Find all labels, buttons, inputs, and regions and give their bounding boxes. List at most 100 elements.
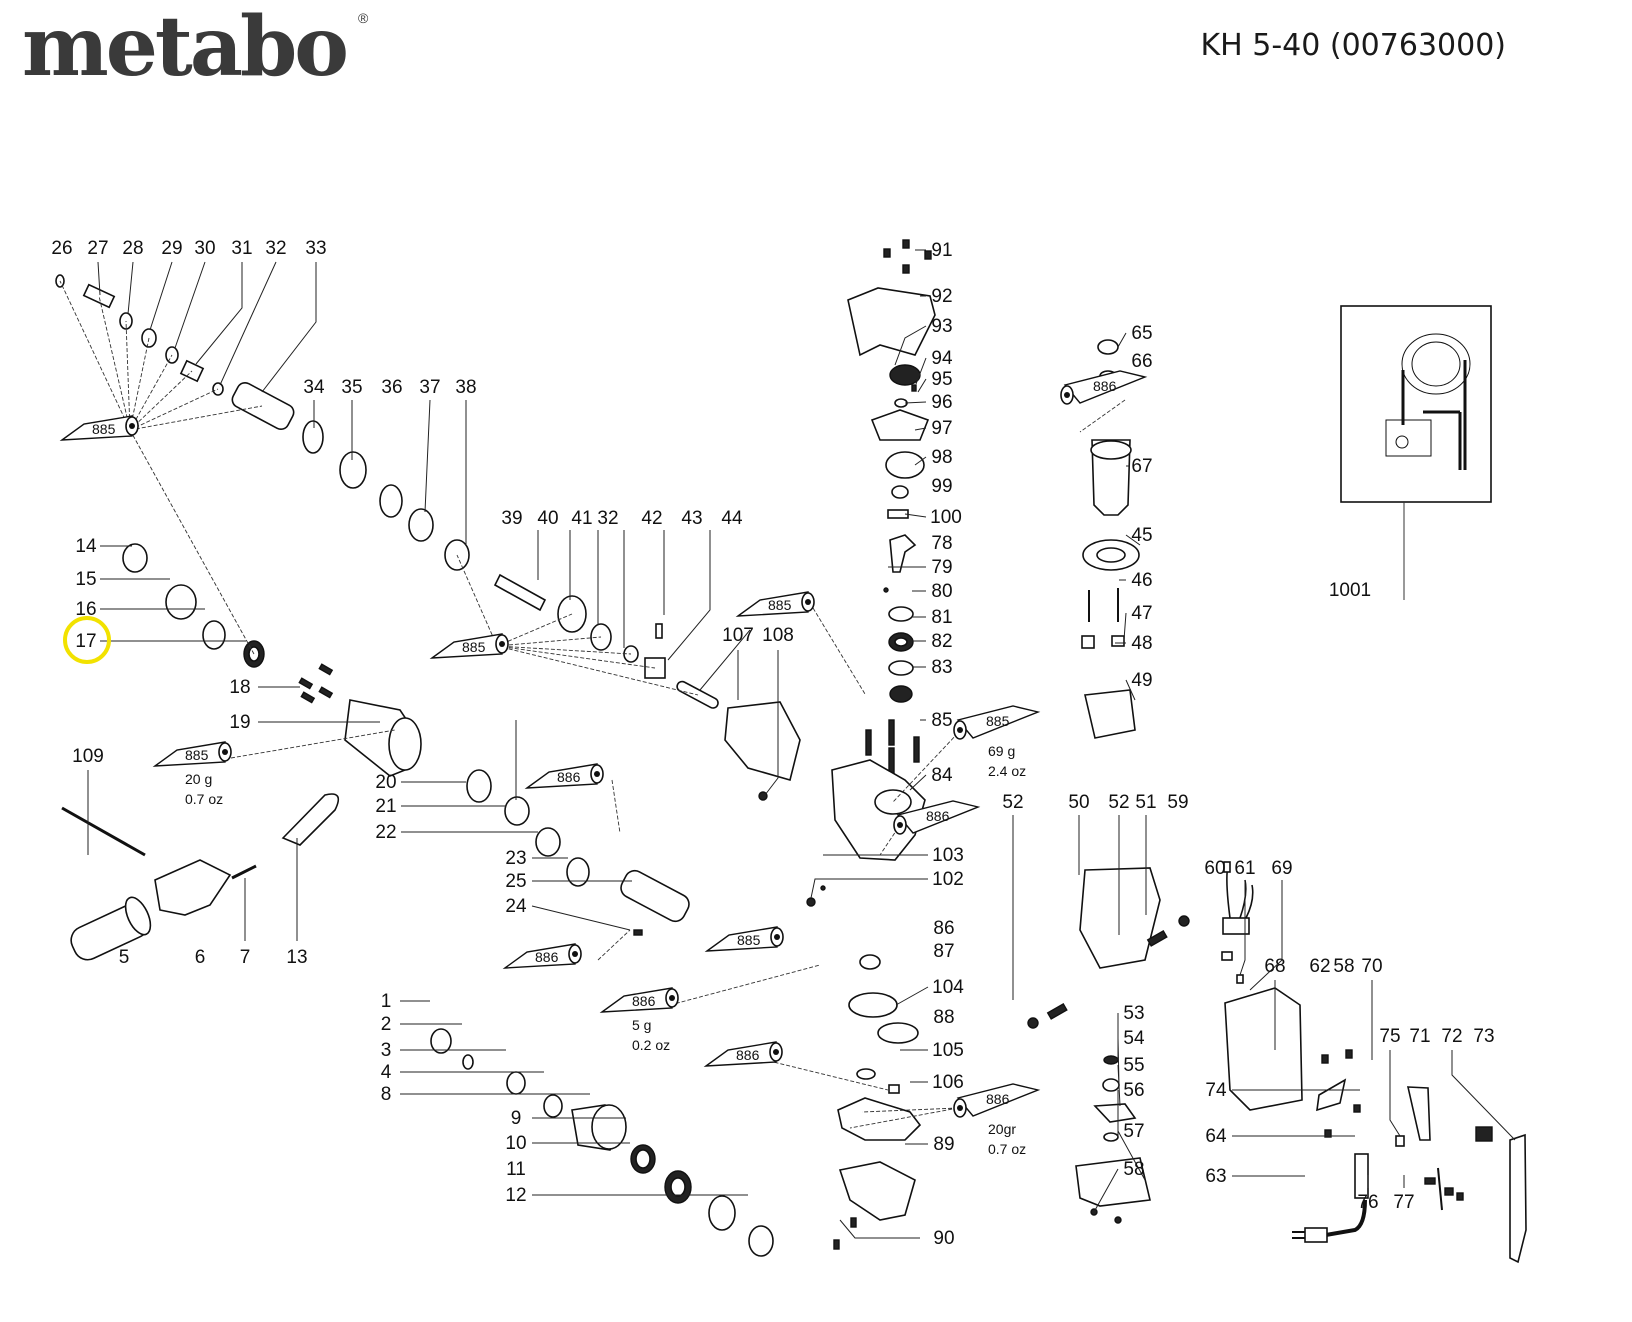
part-label-40[interactable]: 40 (537, 508, 558, 529)
part-label-65[interactable]: 65 (1131, 323, 1152, 344)
part-label-16[interactable]: 16 (75, 599, 96, 620)
part-label-23[interactable]: 23 (505, 848, 526, 869)
part-label-29[interactable]: 29 (161, 238, 182, 259)
part-label-68[interactable]: 68 (1264, 956, 1285, 977)
part-label-18[interactable]: 18 (229, 677, 250, 698)
part-label-10[interactable]: 10 (505, 1133, 526, 1154)
part-label-4[interactable]: 4 (381, 1062, 392, 1083)
part-label-11[interactable]: 11 (506, 1159, 526, 1180)
part-label-71[interactable]: 71 (1409, 1026, 1430, 1047)
part-label-59[interactable]: 59 (1167, 792, 1188, 813)
part-label-74[interactable]: 74 (1205, 1080, 1227, 1101)
part-label-34[interactable]: 34 (303, 377, 325, 398)
part-label-6[interactable]: 6 (195, 947, 206, 968)
part-label-49[interactable]: 49 (1131, 670, 1152, 691)
part-label-53[interactable]: 53 (1123, 1003, 1144, 1024)
part-label-5[interactable]: 5 (119, 947, 130, 968)
part-label-52[interactable]: 52 (1108, 792, 1129, 813)
part-label-24[interactable]: 24 (505, 896, 527, 917)
part-label-58[interactable]: 58 (1333, 956, 1354, 977)
part-label-27[interactable]: 27 (87, 238, 108, 259)
part-label-91[interactable]: 91 (931, 240, 952, 261)
part-label-42[interactable]: 42 (641, 508, 662, 529)
part-label-47[interactable]: 47 (1131, 603, 1152, 624)
part-label-70[interactable]: 70 (1361, 956, 1382, 977)
part-label-55[interactable]: 55 (1123, 1055, 1144, 1076)
part-label-54[interactable]: 54 (1123, 1028, 1145, 1049)
part-label-64[interactable]: 64 (1205, 1126, 1227, 1147)
part-label-35[interactable]: 35 (341, 377, 362, 398)
part-label-97[interactable]: 97 (931, 418, 952, 439)
part-label-61[interactable]: 61 (1234, 858, 1255, 879)
part-label-19[interactable]: 19 (229, 712, 250, 733)
part-label-95[interactable]: 95 (931, 369, 952, 390)
part-label-62[interactable]: 62 (1309, 956, 1330, 977)
part-label-21[interactable]: 21 (375, 796, 396, 817)
part-label-80[interactable]: 80 (931, 581, 952, 602)
part-label-31[interactable]: 31 (231, 238, 252, 259)
part-label-92[interactable]: 92 (931, 286, 952, 307)
part-label-85[interactable]: 85 (931, 710, 952, 731)
part-label-58[interactable]: 58 (1123, 1159, 1144, 1180)
part-label-109[interactable]: 109 (72, 746, 104, 767)
part-label-86[interactable]: 86 (933, 918, 954, 939)
part-label-15[interactable]: 15 (75, 569, 96, 590)
part-label-50[interactable]: 50 (1068, 792, 1089, 813)
part-label-25[interactable]: 25 (505, 871, 526, 892)
part-label-1001[interactable]: 1001 (1329, 580, 1371, 601)
part-label-93[interactable]: 93 (931, 316, 952, 337)
part-label-102[interactable]: 102 (932, 869, 964, 890)
part-label-106[interactable]: 106 (932, 1072, 964, 1093)
part-label-9[interactable]: 9 (511, 1108, 522, 1129)
part-label-63[interactable]: 63 (1205, 1166, 1226, 1187)
part-label-3[interactable]: 3 (381, 1040, 392, 1061)
part-label-57[interactable]: 57 (1123, 1121, 1144, 1142)
part-label-41[interactable]: 41 (571, 508, 592, 529)
part-label-22[interactable]: 22 (375, 822, 396, 843)
part-label-36[interactable]: 36 (381, 377, 402, 398)
part-label-82[interactable]: 82 (931, 631, 952, 652)
part-label-67[interactable]: 67 (1131, 456, 1152, 477)
part-label-38[interactable]: 38 (455, 377, 476, 398)
part-label-28[interactable]: 28 (122, 238, 143, 259)
part-label-84[interactable]: 84 (931, 765, 953, 786)
part-label-1[interactable]: 1 (381, 991, 392, 1012)
part-label-103[interactable]: 103 (932, 845, 964, 866)
part-label-30[interactable]: 30 (194, 238, 215, 259)
part-label-98[interactable]: 98 (931, 447, 952, 468)
part-label-75[interactable]: 75 (1379, 1026, 1400, 1047)
part-label-8[interactable]: 8 (381, 1084, 392, 1105)
part-label-2[interactable]: 2 (381, 1014, 392, 1035)
part-label-13[interactable]: 13 (286, 947, 307, 968)
part-label-26[interactable]: 26 (51, 238, 72, 259)
part-label-32[interactable]: 32 (597, 508, 618, 529)
part-label-7[interactable]: 7 (240, 947, 251, 968)
part-label-12[interactable]: 12 (505, 1185, 526, 1206)
part-label-99[interactable]: 99 (931, 476, 952, 497)
part-label-77[interactable]: 77 (1393, 1192, 1414, 1213)
part-label-37[interactable]: 37 (419, 377, 440, 398)
part-label-100[interactable]: 100 (930, 507, 962, 528)
part-label-105[interactable]: 105 (932, 1040, 964, 1061)
part-label-79[interactable]: 79 (931, 557, 952, 578)
part-label-17[interactable]: 17 (75, 631, 96, 652)
part-label-66[interactable]: 66 (1131, 351, 1152, 372)
part-label-76[interactable]: 76 (1357, 1192, 1378, 1213)
part-label-52[interactable]: 52 (1002, 792, 1023, 813)
part-label-104[interactable]: 104 (932, 977, 964, 998)
part-label-81[interactable]: 81 (931, 607, 952, 628)
part-label-32[interactable]: 32 (265, 238, 286, 259)
part-label-78[interactable]: 78 (931, 533, 952, 554)
part-label-107[interactable]: 107 (722, 625, 754, 646)
part-label-20[interactable]: 20 (375, 772, 396, 793)
part-label-69[interactable]: 69 (1271, 858, 1292, 879)
part-label-44[interactable]: 44 (721, 508, 743, 529)
part-label-108[interactable]: 108 (762, 625, 794, 646)
part-label-83[interactable]: 83 (931, 657, 952, 678)
part-label-56[interactable]: 56 (1123, 1080, 1144, 1101)
part-label-39[interactable]: 39 (501, 508, 522, 529)
part-label-45[interactable]: 45 (1131, 525, 1152, 546)
part-label-90[interactable]: 90 (933, 1228, 954, 1249)
part-label-60[interactable]: 60 (1204, 858, 1225, 879)
part-label-43[interactable]: 43 (681, 508, 702, 529)
